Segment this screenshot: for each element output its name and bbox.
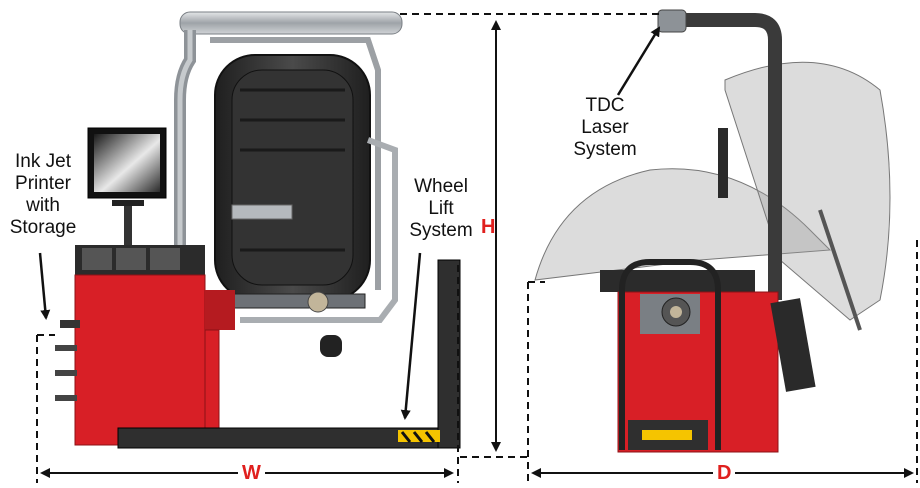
cabinet [55, 245, 235, 446]
printer-label-line: Ink Jet [15, 151, 71, 172]
tire [214, 54, 371, 301]
front-view-machine [55, 11, 461, 449]
laser-label-line: Laser [581, 117, 629, 138]
depth-dimension-label: D [713, 462, 736, 485]
cabinet-body [74, 274, 206, 446]
dimension-lines [36, 13, 918, 483]
printer-label-line: Printer [15, 173, 71, 194]
width-dimension-label: W [238, 462, 265, 485]
lift-callout-arrow [400, 252, 422, 420]
printer-callout-label: Ink Jet Printer with Storage [2, 151, 84, 239]
hood-frame [210, 37, 381, 290]
hood-closed [534, 168, 832, 281]
laser-arm [680, 13, 782, 300]
shaft [214, 293, 366, 309]
hood-open [724, 61, 891, 321]
lift-callout-label: Wheel Lift System [402, 176, 480, 242]
lift-label-line: System [409, 220, 473, 241]
side-view-machine [534, 9, 891, 453]
height-dimension-label: H [481, 216, 496, 238]
lift-label-line: Lift [428, 198, 454, 219]
callout-arrows [38, 26, 661, 420]
laser-callout-arrow [616, 26, 661, 96]
laser-callout-label: TDC Laser System [564, 95, 646, 161]
lift-label-line: Wheel [414, 176, 468, 197]
laser-label-line: TDC [585, 95, 625, 116]
lift-handle [619, 259, 721, 450]
laser-bar [179, 11, 403, 35]
printer-callout-arrow [38, 252, 51, 320]
monitor [87, 127, 167, 245]
laser-label-line: System [573, 139, 637, 160]
printer-label-line: Storage [9, 217, 77, 238]
laser-head [657, 9, 687, 33]
hub-nut [307, 291, 329, 313]
printer-label-line: with [26, 195, 60, 216]
